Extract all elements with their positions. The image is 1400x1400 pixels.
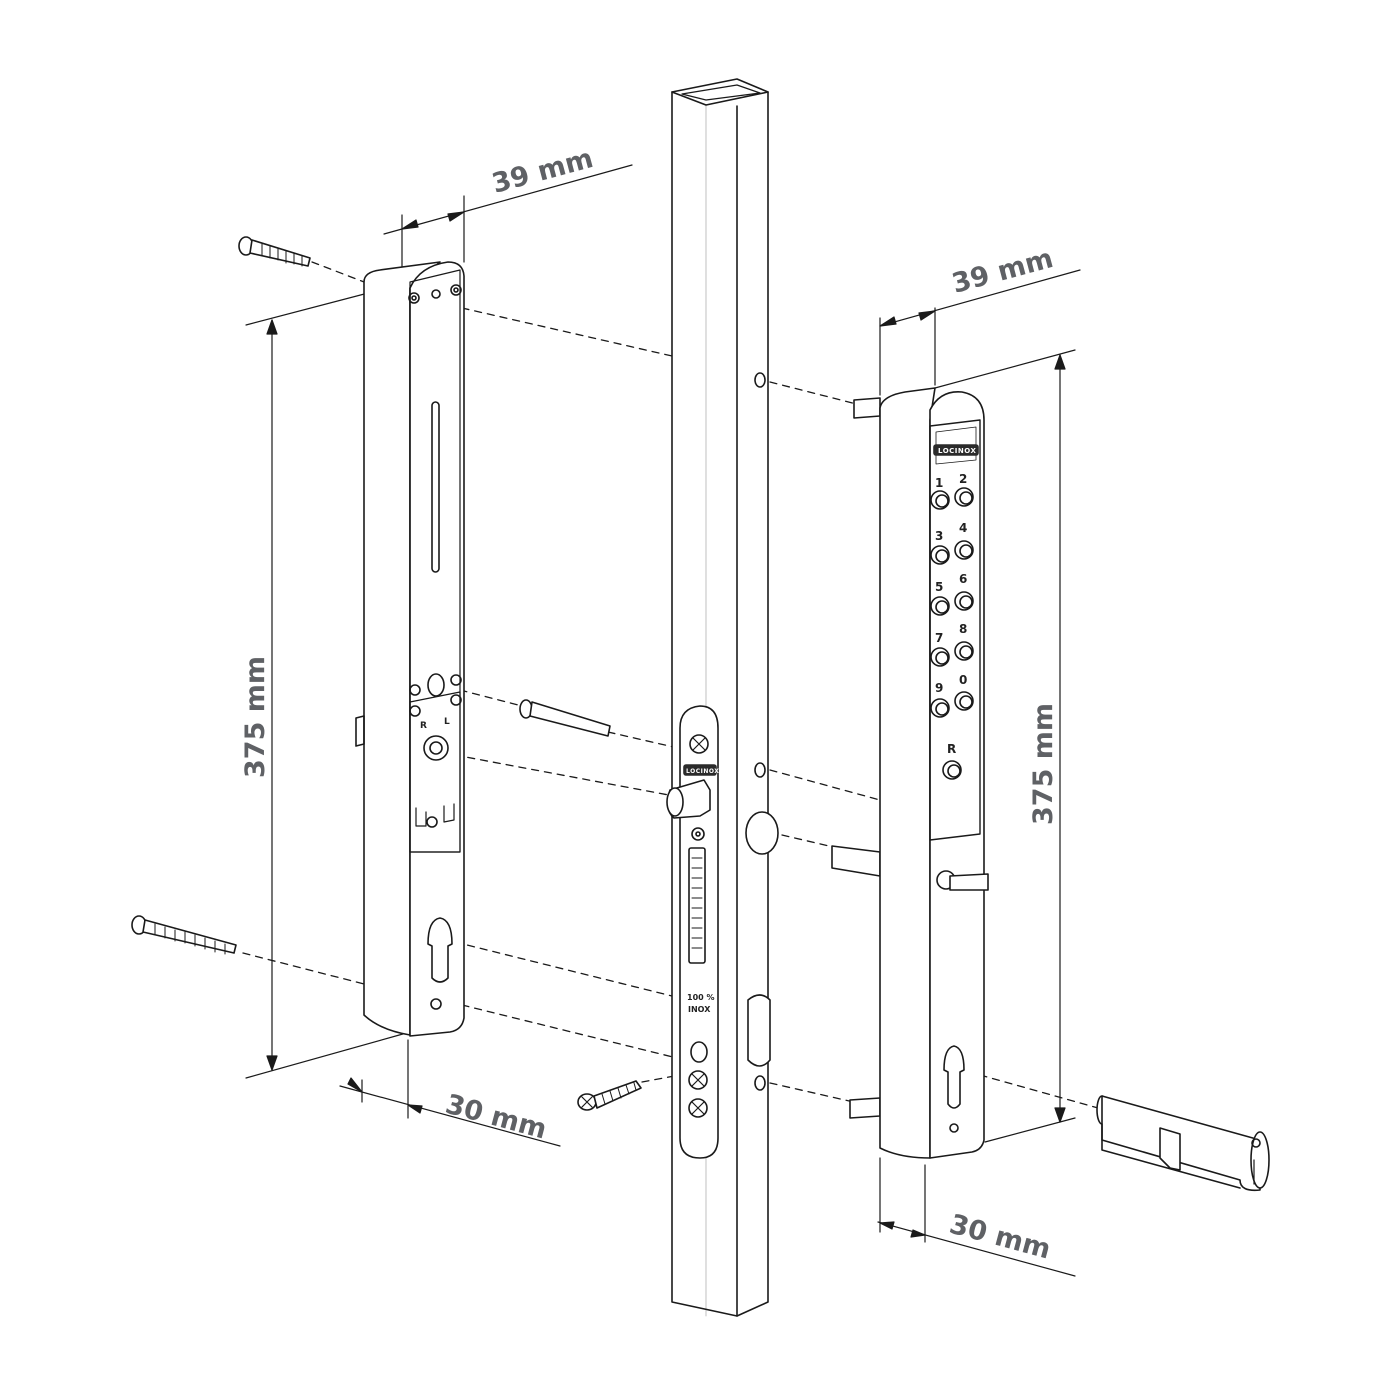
key-3-label: 3 (935, 529, 943, 543)
left-depth-label: 30 mm (442, 1089, 550, 1146)
euro-cylinder (1096, 1095, 1270, 1192)
key-8-label: 8 (959, 622, 967, 636)
key-7-label: 7 (935, 631, 943, 645)
key-9-label: 9 (935, 681, 943, 695)
key-9: 9 (930, 681, 950, 718)
wood-screw (577, 1080, 642, 1111)
key-7: 7 (930, 631, 950, 667)
right-depth-label: 30 mm (946, 1209, 1054, 1266)
key-0: 0 (954, 673, 974, 711)
bottom-bolt (131, 915, 237, 955)
key-2: 2 (954, 472, 974, 507)
keypad-buttons: 1 2 3 4 5 6 7 8 9 0 R (930, 472, 974, 780)
left-width-label: 39 mm (489, 143, 597, 200)
lock-body-logo: LOCINOX (686, 768, 719, 775)
key-2-label: 2 (959, 472, 967, 486)
key-6-label: 6 (959, 572, 967, 586)
key-6: 6 (954, 572, 974, 611)
key-1-label: 1 (935, 476, 943, 490)
key-1: 1 (930, 476, 950, 510)
key-8: 8 (954, 622, 974, 661)
key-4: 4 (954, 521, 974, 560)
lock-faceplate: LOCINOX 100 % INOX (666, 705, 719, 1159)
switch-l-label: L (444, 717, 450, 727)
key-reset-label: R (947, 742, 956, 756)
left-height-label: 375 mm (240, 656, 271, 778)
key-3: 3 (930, 529, 950, 565)
switch-r-label: R (420, 721, 427, 731)
key-5: 5 (930, 580, 950, 616)
key-4-label: 4 (959, 521, 967, 535)
key-0-label: 0 (959, 673, 967, 687)
key-reset: R (942, 742, 962, 780)
keypad-unit: LOCINOX (831, 387, 989, 1159)
right-height-label: 375 mm (1028, 703, 1059, 825)
inox-line1: 100 % (687, 993, 715, 1002)
keypad-logo: LOCINOX (938, 447, 976, 455)
spindle-pin (519, 699, 611, 737)
inox-line2: INOX (688, 1005, 711, 1014)
dimension-lines (245, 164, 1081, 1277)
inner-lock-unit: R L (355, 261, 465, 1037)
key-5-label: 5 (935, 580, 943, 594)
top-bolt (238, 236, 311, 267)
